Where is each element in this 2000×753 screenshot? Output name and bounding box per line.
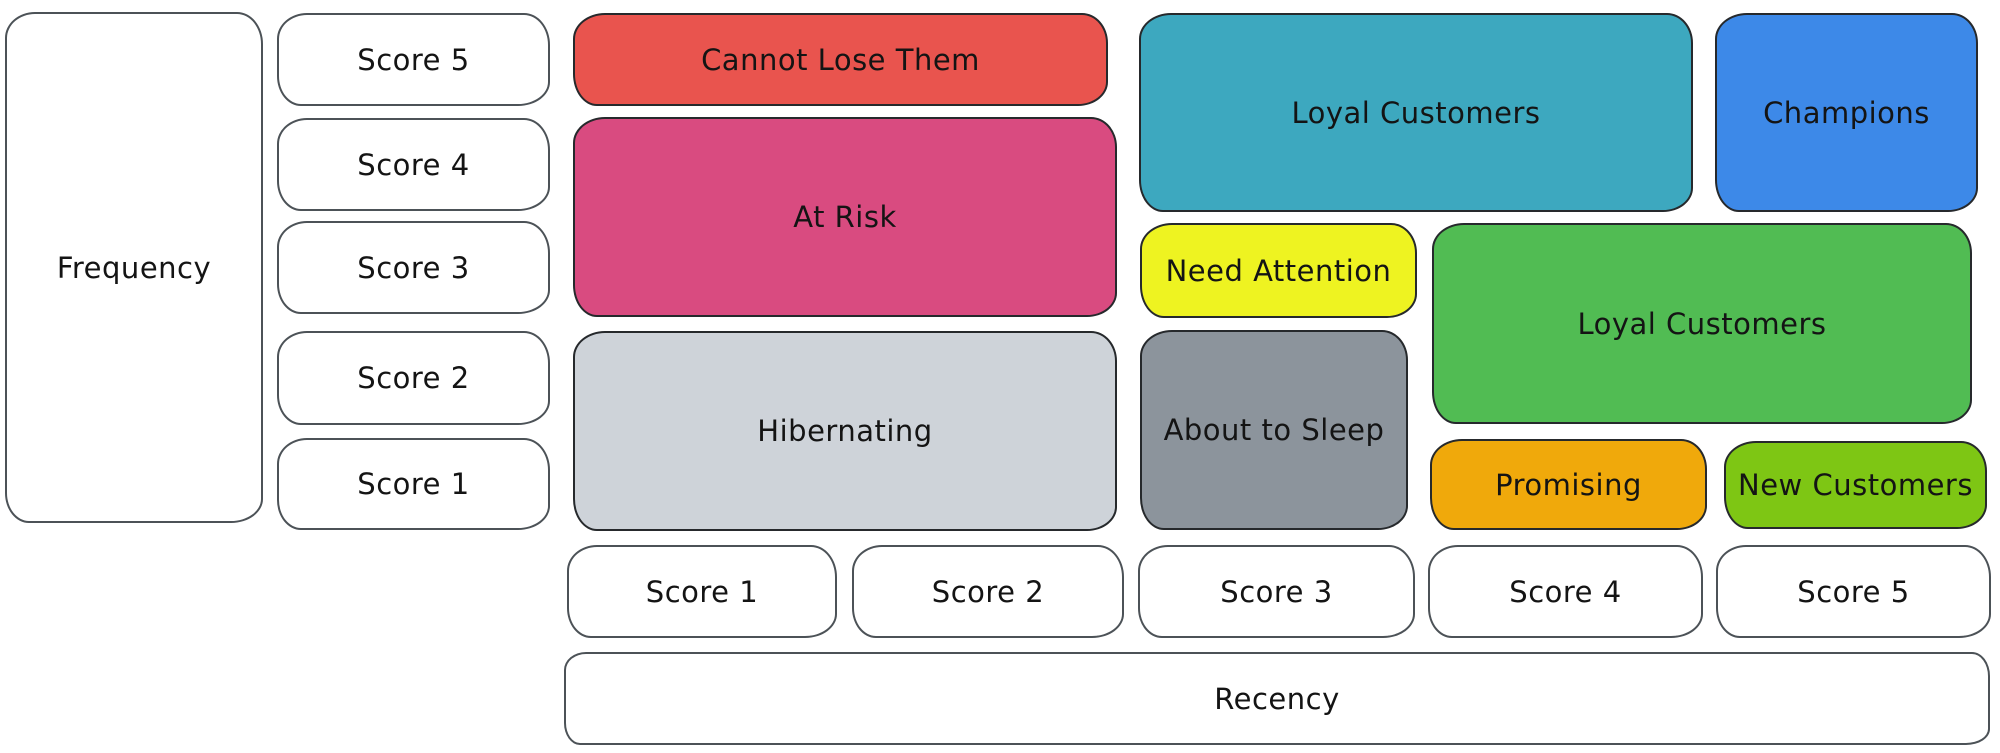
frequency-score-1-box: Score 1 [277,438,550,530]
recency-score-4-label: Score 4 [1509,574,1622,609]
segment-champions-label: Champions [1763,95,1930,130]
frequency-score-3-label: Score 3 [357,250,470,285]
frequency-score-4-label: Score 4 [357,147,470,182]
recency-score-2-box: Score 2 [852,545,1124,638]
segment-new-customers-label: New Customers [1738,468,1973,502]
segment-at-risk: At Risk [573,117,1117,317]
segment-about-to-sleep: About to Sleep [1140,330,1408,530]
frequency-axis-label: Frequency [56,250,212,285]
segment-champions: Champions [1715,13,1978,212]
recency-score-1-box: Score 1 [567,545,837,638]
segment-about-to-sleep-label: About to Sleep [1163,413,1385,447]
segment-cannot-lose-them-label: Cannot Lose Them [701,42,980,77]
segment-loyal-customers-top-label: Loyal Customers [1291,95,1541,130]
segment-at-risk-label: At Risk [793,200,897,234]
recency-score-5-label: Score 5 [1797,574,1910,609]
segment-promising-label: Promising [1495,467,1642,502]
segment-need-attention: Need Attention [1140,223,1417,318]
segment-new-customers: New Customers [1724,441,1987,529]
segment-hibernating: Hibernating [573,331,1117,531]
recency-axis-label: Recency [1214,681,1340,716]
segment-cannot-lose-them: Cannot Lose Them [573,13,1108,106]
segment-hibernating-label: Hibernating [757,414,933,448]
segment-loyal-customers-top: Loyal Customers [1139,13,1693,212]
frequency-score-3-box: Score 3 [277,221,550,314]
segment-loyal-customers-mid-label: Loyal Customers [1577,306,1827,341]
segment-need-attention-label: Need Attention [1165,253,1392,288]
frequency-score-5-box: Score 5 [277,13,550,106]
frequency-score-4-box: Score 4 [277,118,550,211]
frequency-score-2-label: Score 2 [357,361,470,395]
frequency-score-2-box: Score 2 [277,331,550,425]
recency-score-4-box: Score 4 [1428,545,1703,638]
recency-score-5-box: Score 5 [1716,545,1991,638]
recency-score-3-box: Score 3 [1138,545,1415,638]
frequency-axis-box: Frequency [5,12,263,523]
segment-loyal-customers-mid: Loyal Customers [1432,223,1972,424]
recency-score-1-label: Score 1 [645,574,759,609]
frequency-score-5-label: Score 5 [357,42,470,77]
segment-promising: Promising [1430,439,1707,530]
recency-score-2-label: Score 2 [931,574,1045,609]
recency-axis-box: Recency [564,652,1990,745]
frequency-score-1-label: Score 1 [357,467,470,501]
recency-score-3-label: Score 3 [1220,574,1333,609]
